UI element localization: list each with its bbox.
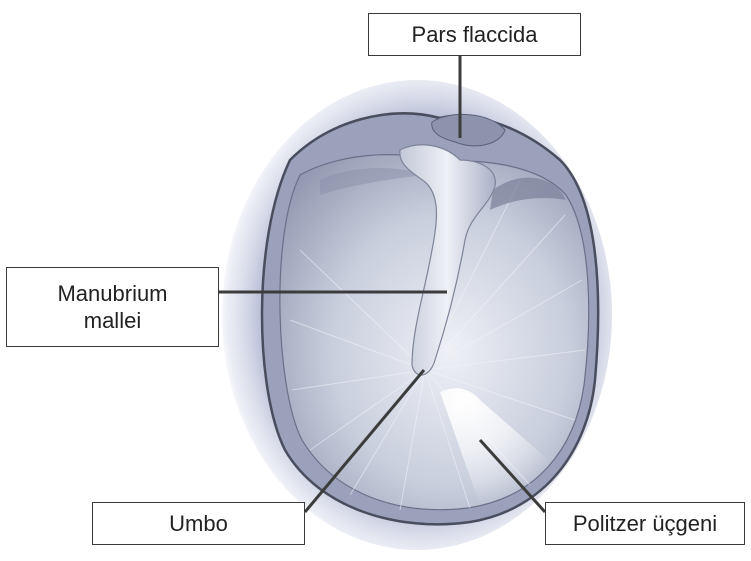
politzer-triangle-text: Politzer üçgeni: [573, 510, 717, 538]
manubrium-mallei-text: Manubrium mallei: [57, 280, 167, 335]
umbo-text: Umbo: [169, 510, 228, 538]
pars-flaccida-label: Pars flaccida: [368, 13, 581, 56]
umbo-label: Umbo: [92, 502, 305, 545]
politzer-triangle-label: Politzer üçgeni: [545, 502, 745, 545]
pars-flaccida-text: Pars flaccida: [412, 21, 538, 49]
manubrium-mallei-label: Manubrium mallei: [6, 267, 219, 347]
